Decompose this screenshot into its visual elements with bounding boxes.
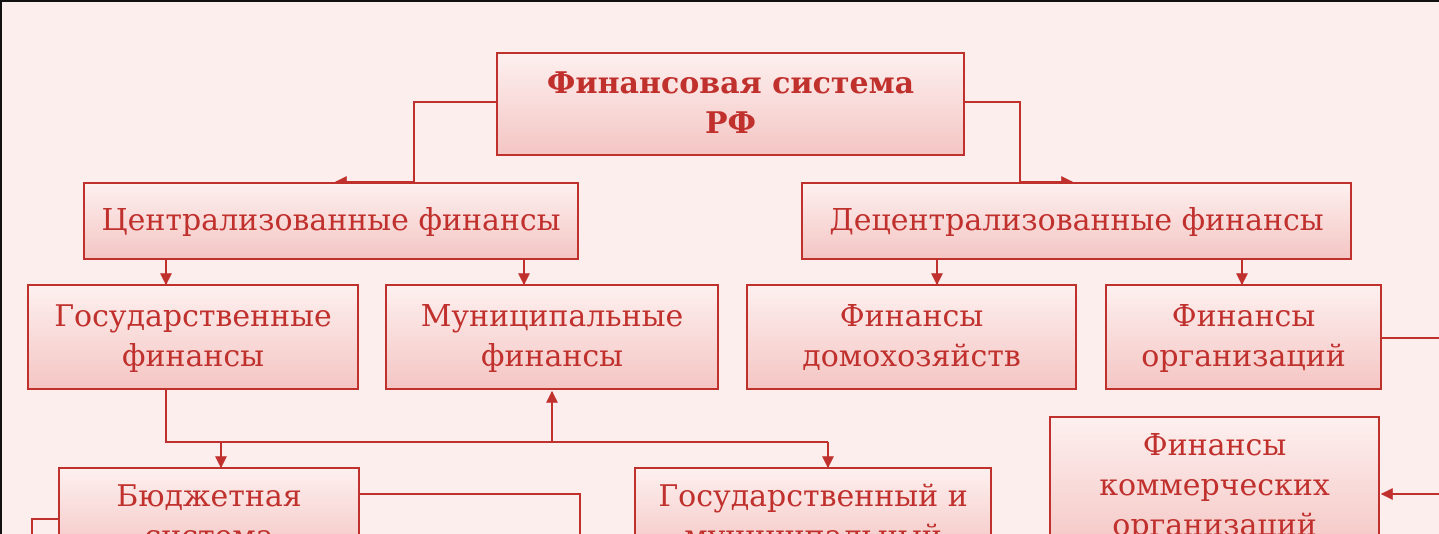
node-decentralized-finance: Децентрализованные финансы <box>801 182 1352 260</box>
edge-root-centralized <box>334 101 496 188</box>
node-state-finance: Государственные финансы <box>27 284 359 390</box>
node-budget-system: Бюджетная система <box>58 467 360 534</box>
node-commercial-finance: Финансы коммерческих организаций <box>1049 416 1380 534</box>
node-centralized-finance: Централизованные финансы <box>83 182 579 260</box>
node-organization-finance: Финансы организаций <box>1105 284 1382 390</box>
edge-root-decentralized <box>965 101 1074 188</box>
node-municipal-finance: Муниципальные финансы <box>385 284 719 390</box>
node-household-finance: Финансы домохозяйств <box>746 284 1077 390</box>
node-state-municipal-credit: Государственный и муниципальный <box>634 467 992 534</box>
node-root: Финансовая система РФ <box>496 52 965 156</box>
edge-budget-left <box>31 518 58 534</box>
edge-budget-right <box>360 493 581 534</box>
edge-state-bus <box>165 390 828 443</box>
